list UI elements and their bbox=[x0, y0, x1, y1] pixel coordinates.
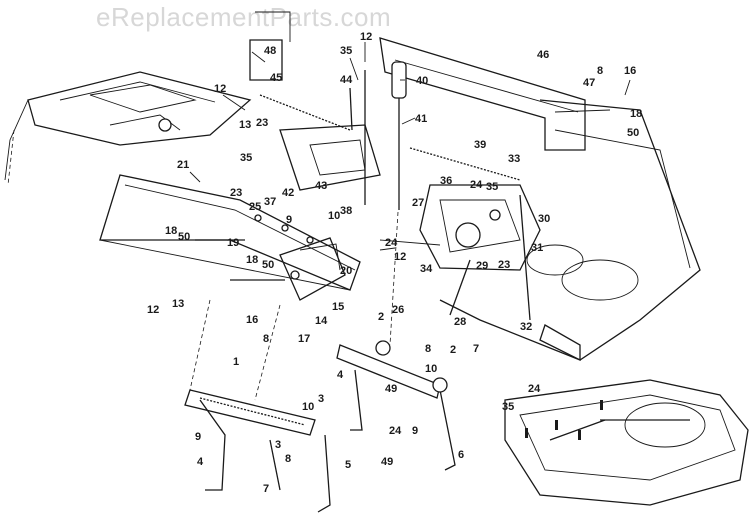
callout-label: 43 bbox=[315, 180, 327, 192]
callout-label: 8 bbox=[597, 65, 603, 77]
right-lift-shaft bbox=[336, 340, 456, 471]
callout-label: 9 bbox=[286, 214, 292, 226]
callout-label: 36 bbox=[440, 175, 452, 187]
callout-label: 34 bbox=[420, 263, 433, 275]
callout-label: 35 bbox=[340, 45, 352, 57]
callout-label: 40 bbox=[416, 75, 428, 87]
callout-label: 3 bbox=[275, 439, 281, 451]
callout-label: 35 bbox=[240, 152, 252, 164]
callout-label: 1 bbox=[233, 356, 239, 368]
callout-label: 7 bbox=[263, 483, 269, 495]
watermark: eReplacementParts.com bbox=[96, 2, 392, 32]
callout-label: 13 bbox=[172, 298, 184, 310]
callout-label: 29 bbox=[476, 260, 488, 272]
callout-label: 27 bbox=[412, 197, 424, 209]
callout-label: 33 bbox=[508, 153, 520, 165]
callout-label: 5 bbox=[345, 459, 351, 471]
callout-label: 12 bbox=[214, 83, 226, 95]
callout-label: 44 bbox=[340, 74, 353, 86]
callout-label: 10 bbox=[425, 363, 437, 375]
callout-label: 26 bbox=[392, 304, 404, 316]
callout-label: 28 bbox=[454, 316, 466, 328]
callout-label: 7 bbox=[473, 343, 479, 355]
callout-label: 17 bbox=[298, 333, 310, 345]
callout-label: 24 bbox=[389, 425, 402, 437]
callout-label: 12 bbox=[147, 304, 159, 316]
callout-label: 3 bbox=[318, 393, 324, 405]
callout-label: 10 bbox=[328, 210, 340, 222]
callout-label: 46 bbox=[537, 49, 549, 61]
callout-label: 41 bbox=[415, 113, 427, 125]
callout-label: 24 bbox=[528, 383, 541, 395]
callout-label: 12 bbox=[394, 251, 406, 263]
hood-panel bbox=[4, 71, 252, 186]
callout-label: 9 bbox=[195, 431, 201, 443]
callout-label: 18 bbox=[630, 108, 642, 120]
callout-label: 8 bbox=[285, 453, 291, 465]
callout-label: 31 bbox=[531, 242, 543, 254]
callout-label: 20 bbox=[340, 265, 352, 277]
callout-label: 23 bbox=[498, 259, 510, 271]
callout-label: 15 bbox=[332, 301, 344, 313]
callout-label: 45 bbox=[270, 72, 282, 84]
callout-label: 13 bbox=[239, 119, 251, 131]
lift-shaft bbox=[184, 389, 331, 513]
callout-label: 14 bbox=[315, 315, 328, 327]
callout-labels: 48 35 12 46 45 44 40 8 47 16 12 41 13 23… bbox=[147, 31, 642, 495]
callout-label: 49 bbox=[385, 383, 397, 395]
leader-lines bbox=[189, 42, 631, 251]
callout-label: 50 bbox=[178, 231, 190, 243]
callout-label: 12 bbox=[360, 31, 372, 43]
hidden-lines bbox=[189, 211, 399, 401]
callout-label: 47 bbox=[583, 77, 595, 89]
center-frame bbox=[379, 37, 701, 362]
left-rail bbox=[99, 174, 361, 291]
callout-label: 30 bbox=[538, 213, 550, 225]
callout-label: 8 bbox=[263, 333, 269, 345]
callout-label: 37 bbox=[264, 196, 276, 208]
pedal-mechanism bbox=[379, 184, 541, 321]
callout-label: 50 bbox=[627, 127, 639, 139]
callout-label: 42 bbox=[282, 187, 294, 199]
callout-label: 10 bbox=[302, 401, 314, 413]
callout-label: 39 bbox=[474, 139, 486, 151]
callout-label: 35 bbox=[486, 181, 498, 193]
mower-deck bbox=[504, 379, 749, 506]
callout-label: 23 bbox=[230, 187, 242, 199]
lift-quadrant bbox=[195, 237, 346, 301]
callout-label: 6 bbox=[458, 449, 464, 461]
callout-label: 21 bbox=[177, 159, 189, 171]
callout-label: 50 bbox=[262, 259, 274, 271]
callout-label: 8 bbox=[425, 343, 431, 355]
callout-label: 24 bbox=[385, 237, 398, 249]
callout-label: 4 bbox=[197, 456, 204, 468]
callout-label: 2 bbox=[450, 344, 456, 356]
callout-label: 38 bbox=[340, 205, 352, 217]
callout-label: 23 bbox=[256, 117, 268, 129]
callout-label: 18 bbox=[246, 254, 258, 266]
callout-label: 32 bbox=[520, 321, 532, 333]
callout-label: 49 bbox=[381, 456, 393, 468]
callout-label: 16 bbox=[246, 314, 258, 326]
callout-label: 18 bbox=[165, 225, 177, 237]
callout-label: 24 bbox=[470, 179, 483, 191]
callout-label: 48 bbox=[264, 45, 276, 57]
callout-label: 16 bbox=[624, 65, 636, 77]
callout-label: 9 bbox=[412, 425, 418, 437]
callout-label: 25 bbox=[249, 201, 261, 213]
callout-label: 35 bbox=[502, 401, 514, 413]
callout-label: 19 bbox=[227, 237, 239, 249]
steering-assembly bbox=[249, 11, 521, 210]
callout-label: 4 bbox=[337, 369, 344, 381]
callout-label: 2 bbox=[378, 311, 384, 323]
